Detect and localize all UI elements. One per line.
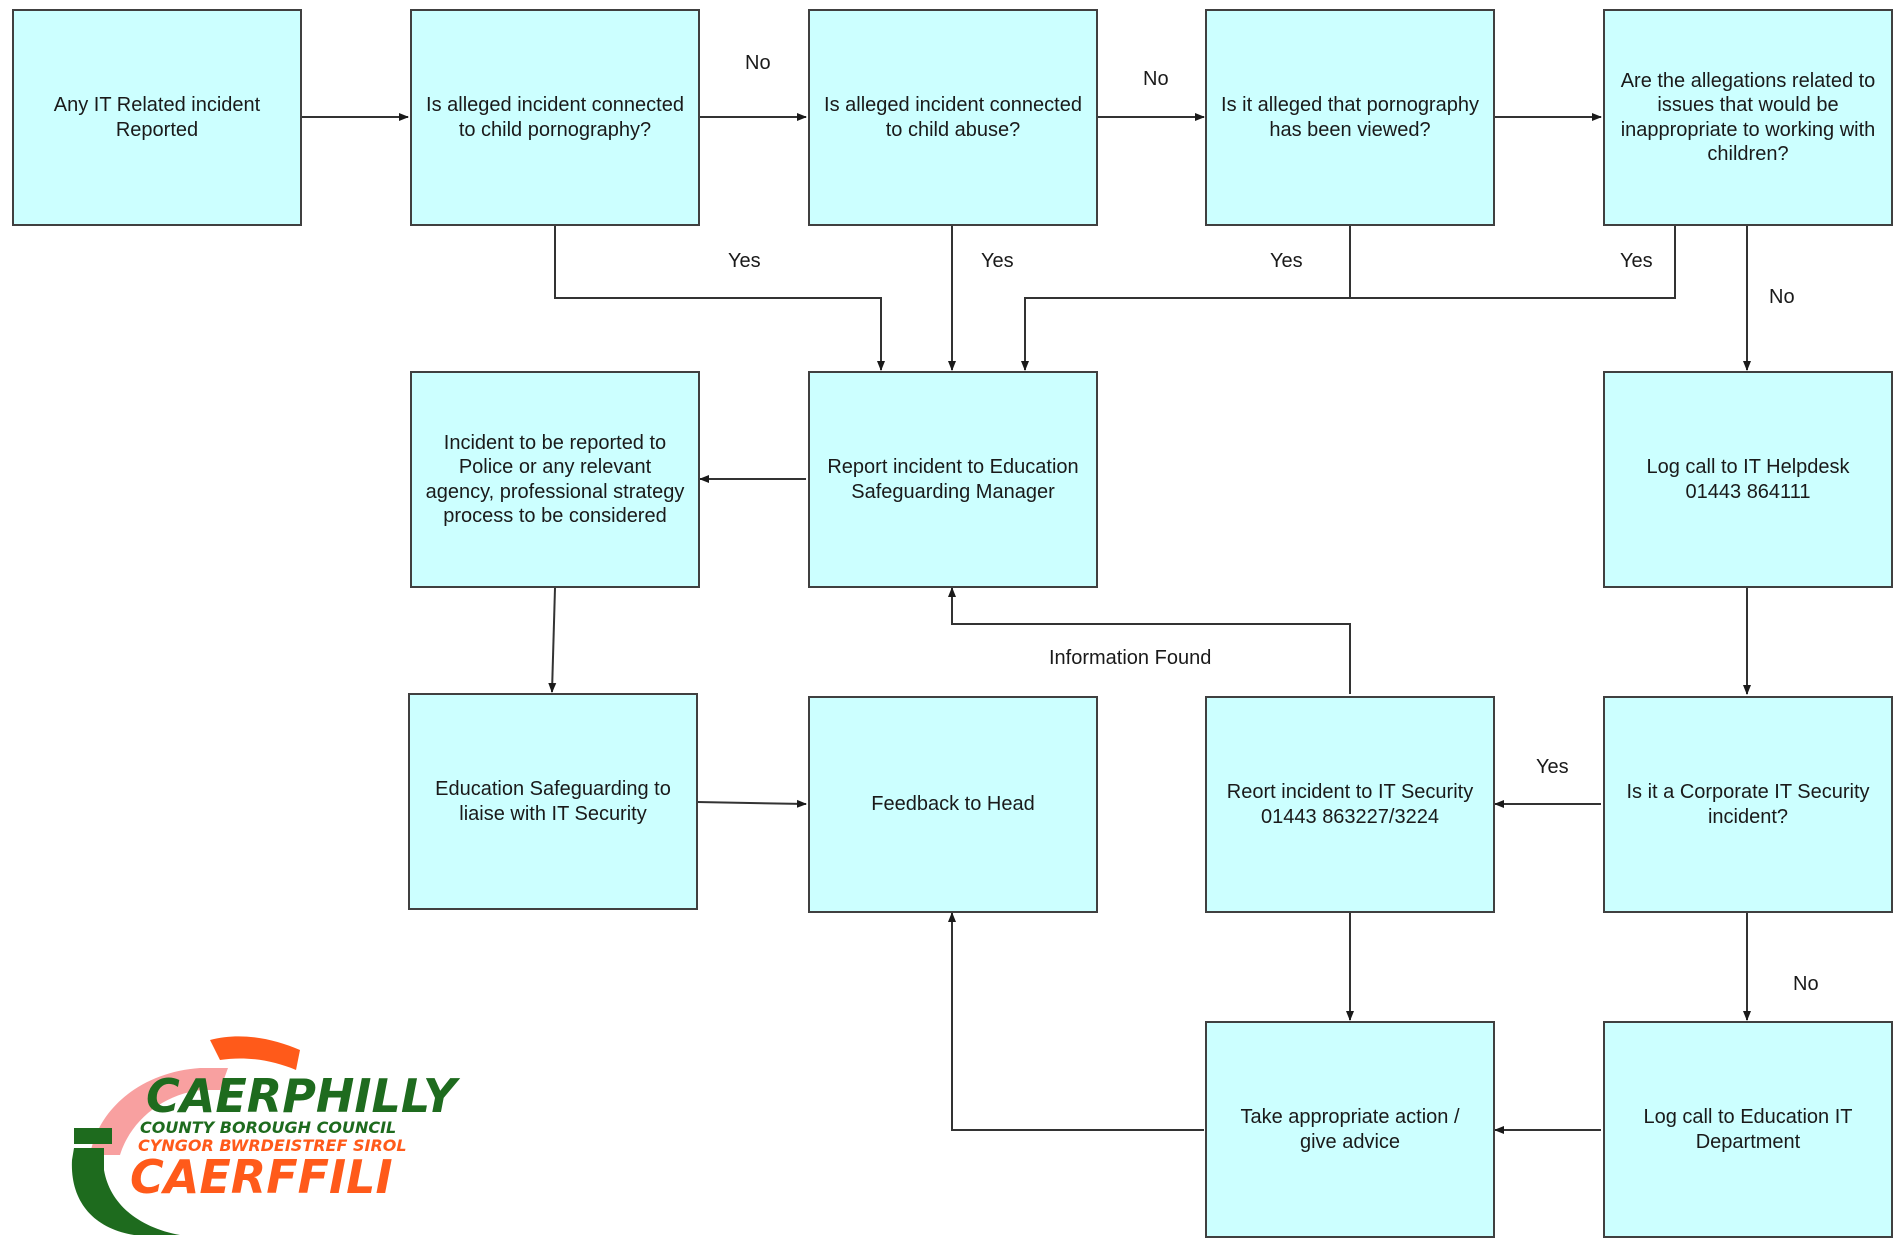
- logo-green-arc: [71, 1148, 180, 1235]
- logo-orange-arc: [210, 1036, 300, 1070]
- node-safeguarding-liaise-it-security: Education Safeguarding to liaise with IT…: [408, 693, 698, 910]
- logo-line-4: CAERFFILI: [130, 1150, 393, 1204]
- node-take-appropriate-action: Take appropriate action / give advice: [1205, 1021, 1495, 1238]
- logo-line-3: CYNGOR BWRDEISTREF SIROL: [138, 1136, 407, 1155]
- node-inappropriate-allegations-question: Are the allegations related to issues th…: [1603, 9, 1893, 226]
- node-child-abuse-question: Is alleged incident connected to child a…: [808, 9, 1098, 226]
- label-no-corporate: No: [1793, 973, 1819, 995]
- node-log-call-it-helpdesk: Log call to IT Helpdesk 01443 864111: [1603, 371, 1893, 588]
- node-feedback-to-head: Feedback to Head: [808, 696, 1098, 913]
- node-log-call-education-it: Log call to Education IT Department: [1603, 1021, 1893, 1238]
- label-yes-pornography-viewed: Yes: [1270, 250, 1303, 272]
- node-child-pornography-question: Is alleged incident connected to child p…: [410, 9, 700, 226]
- node-report-to-police: Incident to be reported to Police or any…: [410, 371, 700, 588]
- label-yes-inappropriate: Yes: [1620, 250, 1653, 272]
- node-corporate-it-security-question: Is it a Corporate IT Security incident?: [1603, 696, 1893, 913]
- arrow-5-yes: [1350, 226, 1676, 299]
- label-information-found: Information Found: [1049, 647, 1212, 669]
- logo-green-base: [74, 1128, 112, 1144]
- label-no-inappropriate: No: [1769, 286, 1795, 308]
- arrow-13-to-10: [948, 912, 1204, 1131]
- label-yes-child-abuse: Yes: [981, 250, 1014, 272]
- label-no-child-abuse: No: [1143, 68, 1169, 90]
- node-report-to-safeguarding-manager: Report incident to Education Safeguardin…: [808, 371, 1098, 588]
- node-report-to-it-security: Reort incident to IT Security 01443 8632…: [1205, 696, 1495, 913]
- arrow-9-to-10: [696, 799, 807, 808]
- label-yes-child-pornography: Yes: [728, 250, 761, 272]
- arrow-11-info-found: [948, 587, 1351, 694]
- logo-line-1: CAERPHILLY: [146, 1069, 461, 1123]
- arrow-2-yes: [554, 226, 885, 371]
- label-yes-corporate: Yes: [1536, 756, 1569, 778]
- arrow-6-to-9: [548, 587, 557, 693]
- node-pornography-viewed-question: Is it alleged that pornography has been …: [1205, 9, 1495, 226]
- node-any-it-incident: Any IT Related incident Reported: [12, 9, 302, 226]
- logo-pink-arc: [90, 1068, 228, 1155]
- label-no-child-pornography: No: [745, 52, 771, 74]
- logo-line-2: COUNTY BOROUGH COUNCIL: [140, 1118, 396, 1137]
- arrow-4-yes: [1021, 226, 1351, 371]
- caerphilly-council-logo: CAERPHILLY COUNTY BOROUGH COUNCIL CYNGOR…: [71, 1036, 461, 1235]
